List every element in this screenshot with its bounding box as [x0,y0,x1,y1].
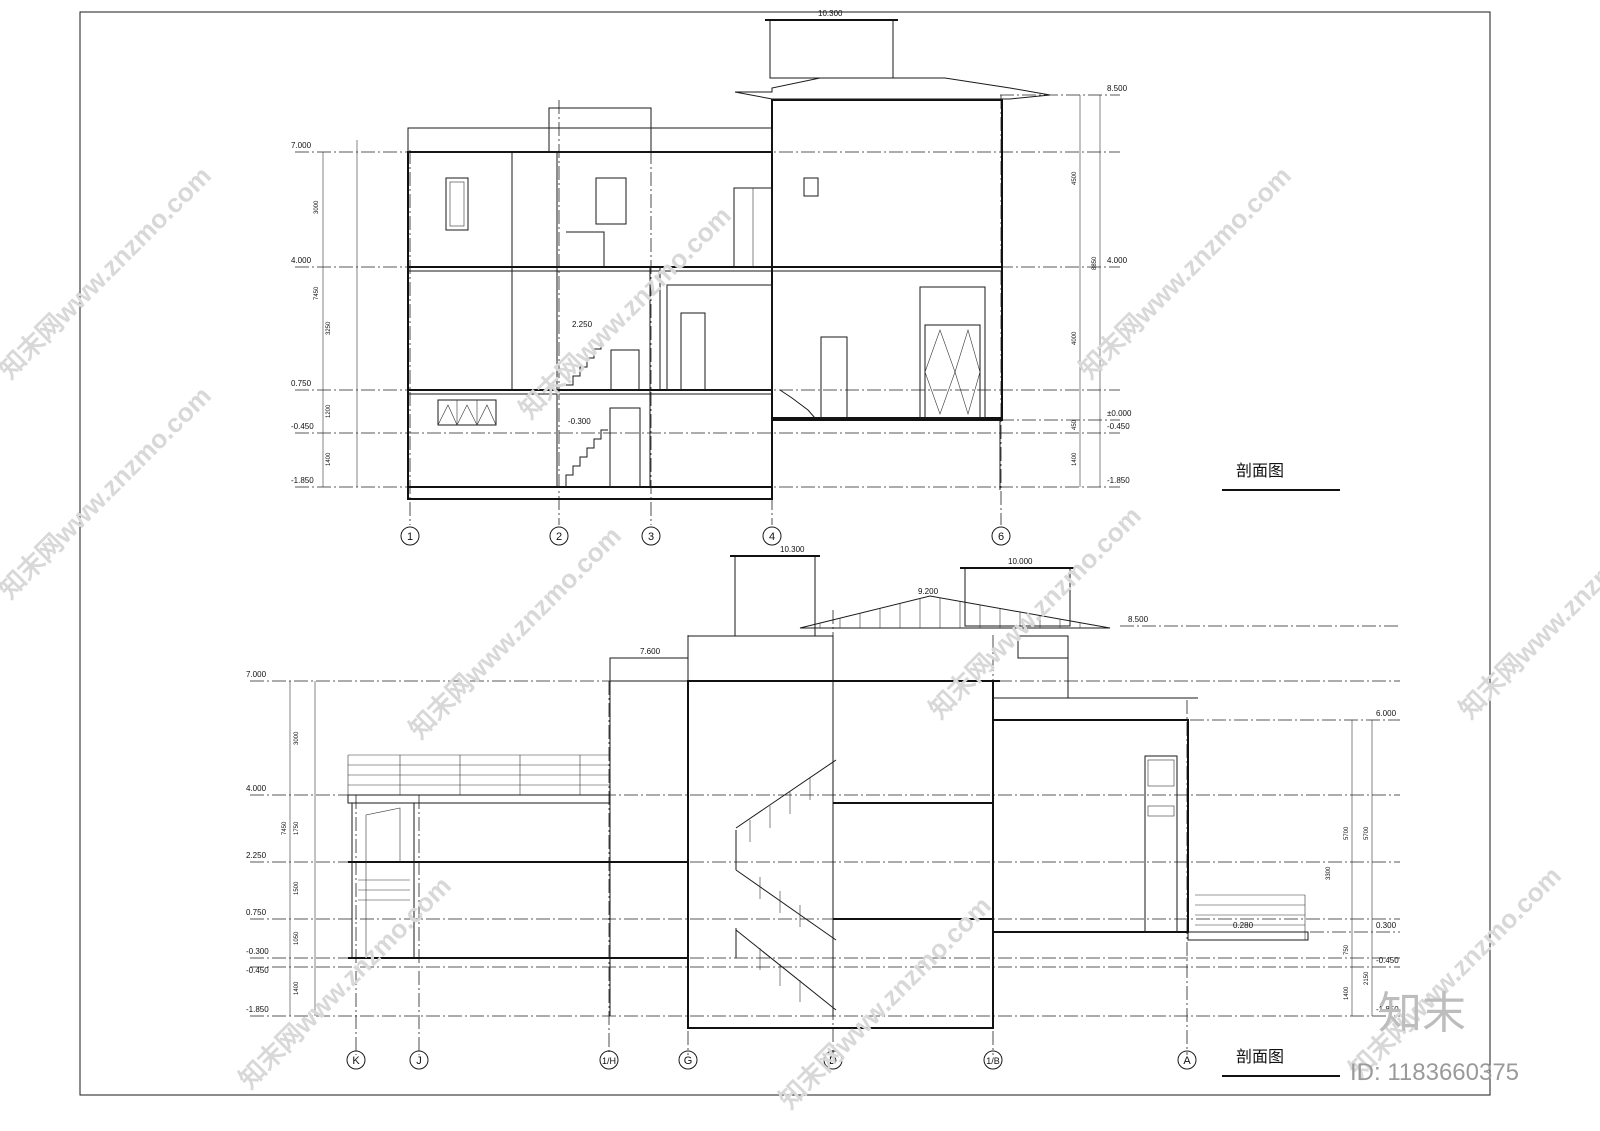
lower-axis-g: G [684,1055,693,1067]
lower-elev-right-0300: 0.300 [1376,921,1397,930]
lower-section-drawing [250,555,1400,1055]
watermark-logo: 知末 [1378,988,1466,1039]
sheet-border [79,11,1491,1096]
upper-axis-4: 4 [769,531,775,543]
upper-axis-3: 3 [648,531,654,543]
lower-elev-2250: 2.250 [246,851,267,860]
upper-elev-m0450: -0.450 [291,422,314,431]
upper-dim-left-1: 7450 [314,286,320,300]
upper-roof-elevation: 10.300 [818,9,843,18]
upper-elev-right-m0450: -0.450 [1107,422,1130,431]
lower-dim-left-5: 1400 [294,981,300,995]
watermark-text: 知末网www.znzmo.com [1343,860,1567,1084]
upper-dim-left-3: 1200 [326,404,332,418]
upper-axis-1: 1 [407,531,413,543]
lower-axis-bubbles: K J 1/H G D 1/B A [346,1050,1197,1070]
upper-dim-right-3: 450 [1072,419,1078,430]
lower-dim-right-2: 3300 [1326,866,1332,880]
lower-elev-m0300: -0.300 [246,947,269,956]
upper-basement-elevation: -0.300 [568,417,591,426]
upper-stair-elevation: 2.250 [572,320,593,329]
upper-elev-m1850: -1.850 [291,476,314,485]
watermark-text: 知末网www.znzmo.com [403,520,627,744]
upper-axis-bubbles: 1 2 3 4 6 [400,526,1011,546]
lower-elev-right-m0450: -0.450 [1376,956,1399,965]
watermark-id: ID: 1183660375 [1350,1059,1519,1086]
lower-elev-m0450: -0.450 [246,966,269,975]
upper-elev-7000: 7.000 [291,141,312,150]
upper-axis-2: 2 [556,531,562,543]
watermark-text: 知末网www.znzmo.com [1073,160,1297,384]
lower-dim-right-1: 5700 [1364,826,1370,840]
upper-dim-right-2: 4000 [1072,331,1078,345]
upper-elev-right-4000: 4.000 [1107,256,1128,265]
lower-dim-right-3: 750 [1344,944,1350,955]
watermark-text: 知末网www.znzmo.com [1453,500,1600,724]
watermark-text: 知末网www.znzmo.com [773,890,997,1114]
lower-dim-left-0: 3000 [294,731,300,745]
watermark-text: 知末网www.znzmo.com [0,380,217,604]
lower-dim-left-3: 1500 [294,881,300,895]
lower-dim-right-5: 1400 [1344,986,1350,1000]
lower-axis-a: A [1183,1055,1191,1067]
lower-elevation-labels: 7.000 4.000 2.250 0.750 -0.300 -0.450 -1… [246,545,1399,1014]
lower-axis-k: K [352,1055,360,1067]
lower-dim-right-4: 2150 [1364,971,1370,985]
upper-axis-6: 6 [998,531,1004,543]
lower-elev-m1850: -1.850 [246,1005,269,1014]
lower-axis-d: D [829,1055,837,1067]
watermark-layer: 知末网www.znzmo.com 知末网www.znzmo.com 知末网www… [0,160,1600,1114]
lower-elev-right-m1850: -1.850 [1376,1005,1399,1014]
lower-elev-right-6000: 6.000 [1376,709,1397,718]
lower-elev-4000: 4.000 [246,784,267,793]
lower-elev-7000: 7.000 [246,670,267,679]
watermark-text: 知末网www.znzmo.com [0,160,217,384]
upper-dim-left-4: 1400 [326,452,332,466]
upper-elevation-labels: 7.000 4.000 0.750 -0.450 -1.850 8.500 4.… [291,9,1132,485]
lower-dim-left-1: 7450 [282,821,288,835]
upper-elev-0750: 0.750 [291,379,312,388]
upper-elev-right-m1850: -1.850 [1107,476,1130,485]
upper-dim-left-0: 3000 [314,200,320,214]
lower-terrace-elev: 0.280 [1233,921,1254,930]
lower-roof-elev-7600: 7.600 [640,647,661,656]
lower-elev-0750: 0.750 [246,908,267,917]
lower-roof-elev-10000: 10.000 [1008,557,1033,566]
upper-dim-right-1: 8850 [1092,256,1098,270]
lower-dim-left-2: 1750 [294,821,300,835]
upper-dim-right-0: 4500 [1072,171,1078,185]
lower-axis-1b: 1/B [986,1056,1000,1066]
lower-roof-elev-10300: 10.300 [780,545,805,554]
lower-roof-elev-9200: 9.200 [918,587,939,596]
upper-section-drawing [295,19,1120,525]
upper-dim-left-2: 3250 [326,321,332,335]
lower-dim-left-4: 1050 [294,931,300,945]
lower-elev-right-8500: 8.500 [1128,615,1149,624]
watermark-text: 知末网www.znzmo.com [233,870,457,1094]
lower-axis-1h: 1/H [602,1056,616,1066]
upper-elev-4000: 4.000 [291,256,312,265]
lower-axis-j: J [416,1055,422,1067]
upper-dim-right-4: 1400 [1072,452,1078,466]
lower-section-title: 剖面图 [1236,1047,1284,1066]
lower-dim-right-0: 5700 [1344,826,1350,840]
watermark-text: 知末网www.znzmo.com [923,500,1147,724]
upper-elev-right-0000: ±0.000 [1107,409,1132,418]
upper-section-title: 剖面图 [1236,461,1284,480]
upper-elev-right-8500: 8.500 [1107,84,1128,93]
